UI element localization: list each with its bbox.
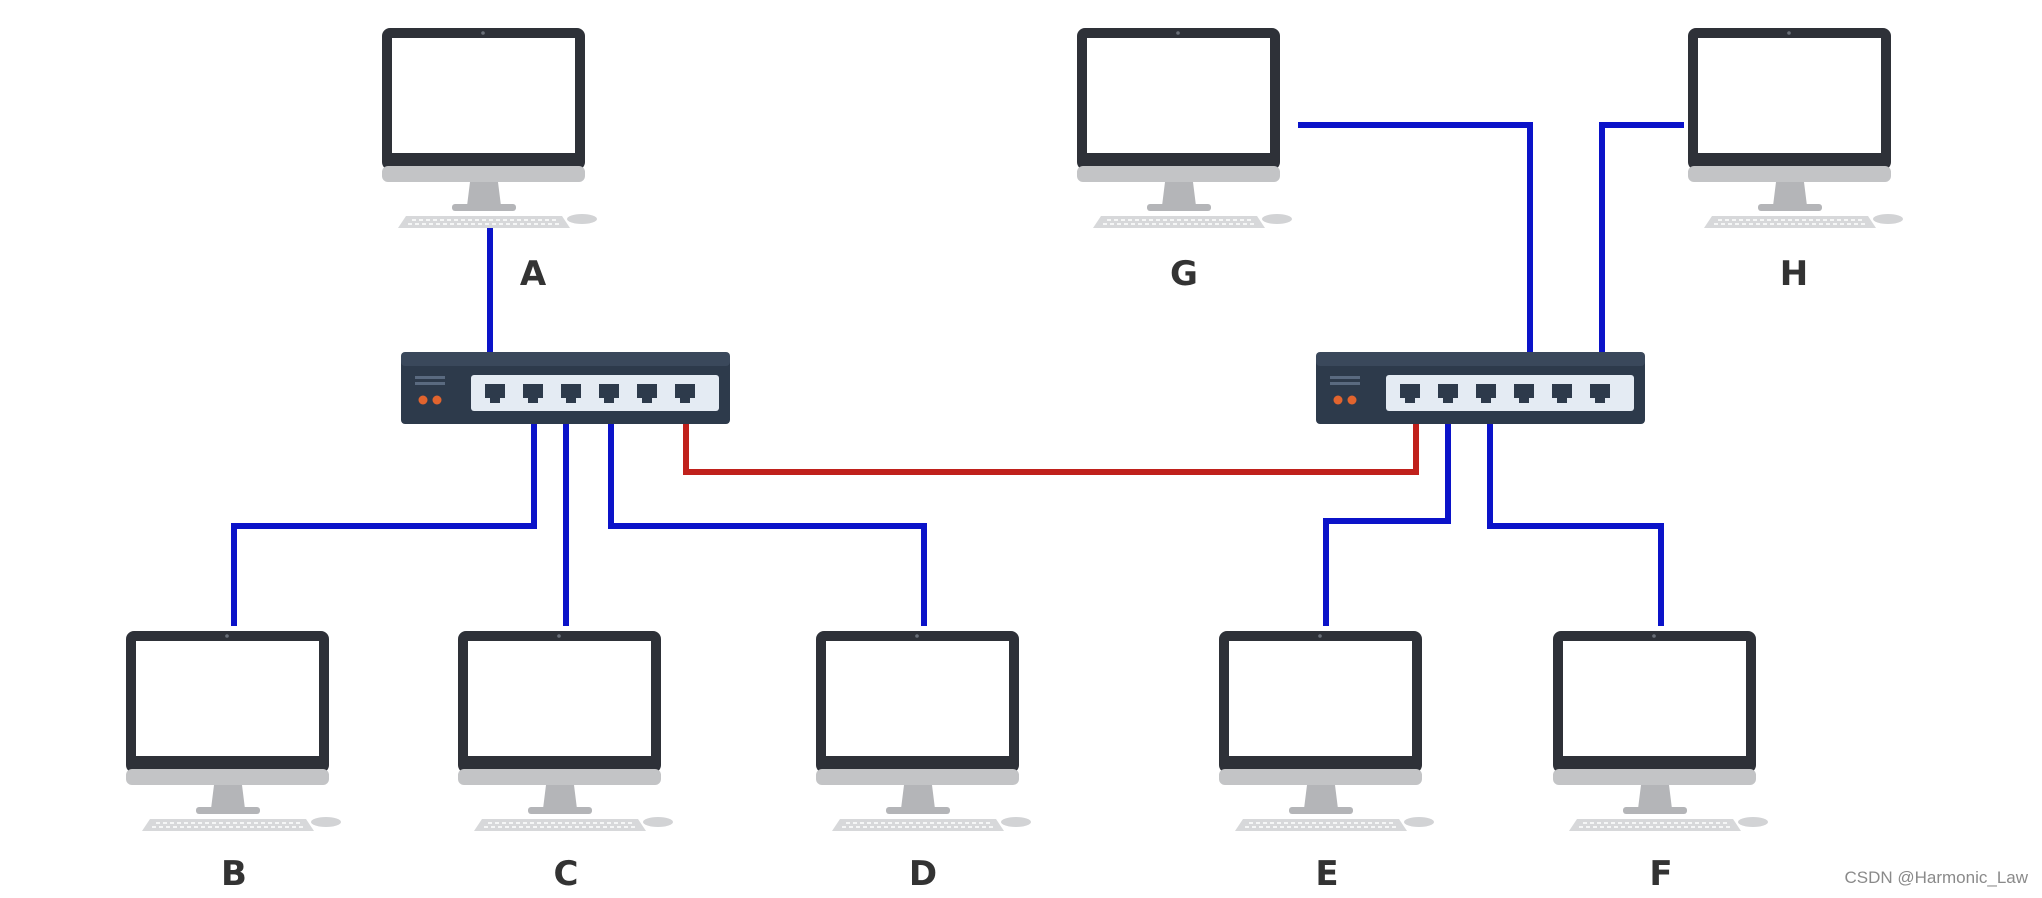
computer-label-g: G [1170,254,1198,294]
watermark: CSDN @Harmonic_Law [1844,868,2028,887]
computer-b [125,630,342,832]
computer-g [1076,27,1293,229]
computer-f [1552,630,1769,832]
computer-label-a: A [520,254,547,294]
link-b-switch-left [231,420,537,626]
computer-label-e: E [1315,854,1338,894]
link-g-switch-right [1298,122,1533,355]
computer-label-d: D [909,854,937,894]
trunk-link-switches [683,420,1419,475]
computer-d [815,630,1032,832]
link-f-switch-right [1487,420,1664,626]
computer-c [457,630,674,832]
computer-label-h: H [1780,254,1808,294]
link-d-switch-left [608,420,927,626]
computer-h [1687,27,1904,229]
computer-a [381,27,598,229]
computer-label-f: F [1649,854,1672,894]
computer-label-b: B [221,854,247,894]
computer-e [1218,630,1435,832]
link-e-switch-right [1323,420,1451,626]
switch-left [401,352,730,424]
switch-right [1316,352,1645,424]
link-h-switch-right [1599,122,1684,355]
computer-label-c: C [554,854,579,894]
